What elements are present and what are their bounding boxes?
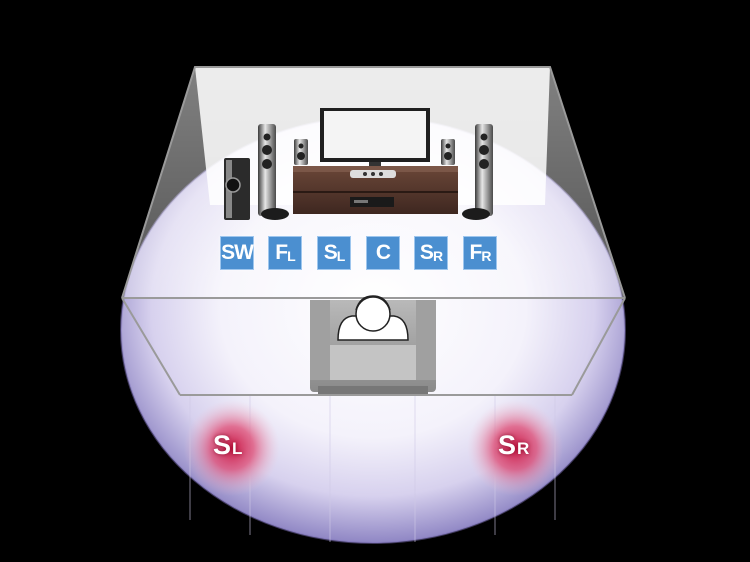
front-right-speaker-icon xyxy=(462,124,493,220)
television-icon xyxy=(320,108,430,168)
virtual-surround-right-label: SR xyxy=(498,430,529,461)
channel-label-fr-sub: R xyxy=(481,248,491,264)
channel-label-sw-main: SW xyxy=(221,241,254,264)
channel-label-c-main: C xyxy=(375,241,391,264)
virtual-surround-right-main: S xyxy=(498,430,517,460)
virtual-surround-right-sub: R xyxy=(517,439,530,458)
virtual-surround-left-sub: L xyxy=(232,439,243,458)
front-left-speaker-icon xyxy=(258,124,289,220)
virtual-surround-left-main: S xyxy=(213,430,232,460)
channel-label-fr-main: F xyxy=(469,241,483,264)
surround-left-glow xyxy=(184,400,280,496)
channel-label-fl-main: F xyxy=(275,241,288,264)
channel-label-sl-sub: L xyxy=(336,248,346,264)
virtual-surround-left-label: SL xyxy=(213,430,242,461)
tv-cabinet-icon xyxy=(293,166,458,214)
subwoofer-icon xyxy=(224,158,250,220)
channel-label-sr-sub: R xyxy=(432,248,443,264)
channel-label-c: C xyxy=(366,236,400,270)
channel-label-sr-main: S xyxy=(419,241,434,264)
listener-icon xyxy=(337,295,409,341)
channel-label-sw: SW xyxy=(220,236,254,270)
channel-label-sl-main: S xyxy=(323,241,338,264)
channel-label-fl-sub: L xyxy=(287,248,296,264)
surround-right-glow xyxy=(467,400,563,496)
surround-right-small-speaker-icon xyxy=(441,139,455,165)
surround-left-small-speaker-icon xyxy=(294,139,308,165)
